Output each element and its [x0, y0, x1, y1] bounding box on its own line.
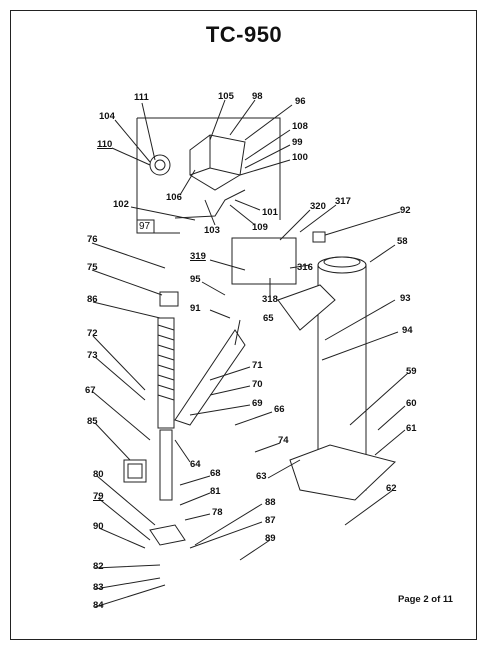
- part-label: 80: [93, 469, 104, 480]
- part-label: 111: [134, 92, 149, 103]
- part-label: 105: [218, 91, 234, 102]
- part-label: 64: [190, 459, 201, 470]
- part-label: 74: [278, 435, 289, 446]
- part-label: 65: [263, 313, 274, 324]
- part-label: 82: [93, 561, 104, 572]
- part-label: 320: [310, 201, 326, 212]
- part-label: 109: [252, 222, 268, 233]
- part-label: 69: [252, 398, 263, 409]
- part-label: 318: [262, 294, 278, 305]
- part-label: 59: [406, 366, 417, 377]
- part-label: 91: [190, 303, 201, 314]
- part-label: 102: [113, 199, 129, 210]
- part-label: 60: [406, 398, 417, 409]
- part-label: 81: [210, 486, 221, 497]
- part-label: 71: [252, 360, 263, 371]
- part-label: 98: [252, 91, 263, 102]
- part-label: 96: [295, 96, 306, 107]
- part-label: 317: [335, 196, 351, 207]
- part-label: 78: [212, 507, 223, 518]
- part-label: 67: [85, 385, 96, 396]
- part-label: 106: [166, 192, 182, 203]
- part-label: 62: [386, 483, 397, 494]
- part-label: 92: [400, 205, 411, 216]
- part-label: 319: [190, 251, 206, 262]
- part-label: 58: [397, 236, 408, 247]
- part-label: 88: [265, 497, 276, 508]
- drawing-border: [10, 10, 477, 640]
- part-label: 85: [87, 416, 98, 427]
- part-label: 70: [252, 379, 263, 390]
- page-number: Page 2 of 11: [398, 594, 453, 605]
- part-label: 93: [400, 293, 411, 304]
- part-label: 66: [274, 404, 285, 415]
- part-label: 75: [87, 262, 98, 273]
- part-label: 79: [93, 491, 104, 502]
- page-title: TC-950: [205, 22, 283, 47]
- part-label: 103: [204, 225, 220, 236]
- part-label: 89: [265, 533, 276, 544]
- part-label: 95: [190, 274, 201, 285]
- part-label: 108: [292, 121, 308, 132]
- part-label: 100: [292, 152, 308, 163]
- part-label: 87: [265, 515, 276, 526]
- part-label: 72: [87, 328, 98, 339]
- part-label: 68: [210, 468, 221, 479]
- part-label: 63: [256, 471, 267, 482]
- part-label: 316: [297, 262, 313, 273]
- part-label: 104: [99, 111, 115, 122]
- part-label: 94: [402, 325, 413, 336]
- inset-box-label: 97: [139, 221, 151, 232]
- part-label: 73: [87, 350, 98, 361]
- part-label: 76: [87, 234, 98, 245]
- part-label: 110: [97, 139, 113, 150]
- part-label: 90: [93, 521, 104, 532]
- part-label: 101: [262, 207, 278, 218]
- part-label: 86: [87, 294, 98, 305]
- part-label: 83: [93, 582, 104, 593]
- part-label: 99: [292, 137, 303, 148]
- part-label: 84: [93, 600, 104, 611]
- part-label: 61: [406, 423, 417, 434]
